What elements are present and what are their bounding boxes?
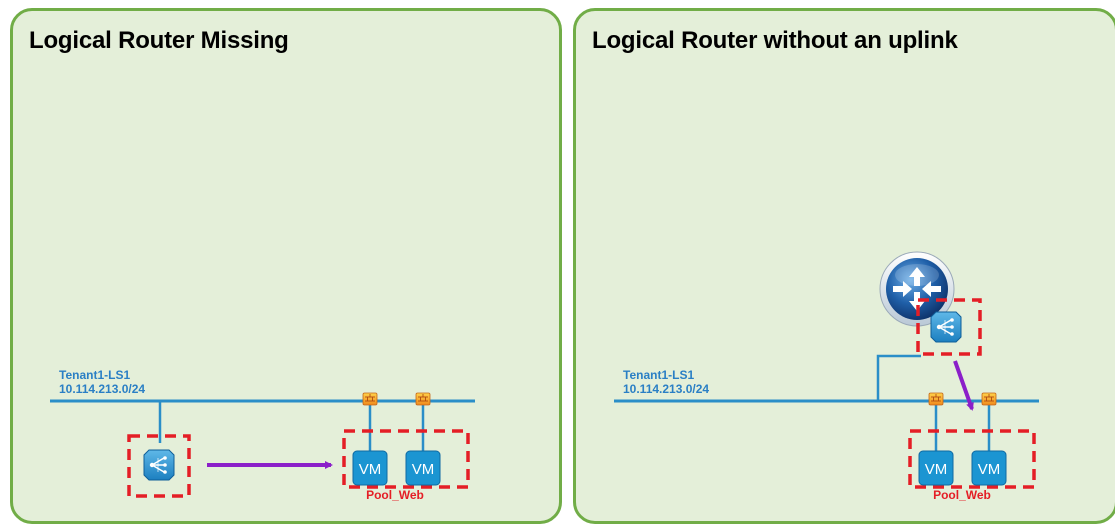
pool-label: Pool_Web: [933, 488, 991, 502]
firewall-icon: [928, 392, 944, 406]
vm-label: VM: [925, 461, 948, 478]
panel-logical-router-without-uplink: Logical Router without an uplink Tenant1…: [573, 8, 1115, 524]
selection-box-pool: [908, 429, 1036, 489]
selection-box-pool: [342, 429, 470, 489]
firewall-icon: [415, 392, 431, 406]
selection-box-lb: [916, 298, 982, 356]
selection-box-lb: [127, 434, 191, 498]
diagram-left: Tenant1-LS1 10.114.213.0/24: [50, 368, 475, 502]
logical-switch-name: Tenant1-LS1: [59, 368, 130, 382]
panel-title: Logical Router without an uplink: [592, 27, 958, 54]
subnet-label: 10.114.213.0/24: [59, 382, 145, 396]
router-icon: [879, 251, 955, 327]
vm-icon: VM: [352, 450, 388, 486]
vm-icon: VM: [918, 450, 954, 486]
vm-icon: VM: [971, 450, 1007, 486]
subnet-label: 10.114.213.0/24: [623, 382, 709, 396]
diagram-right: Tenant1-LS1 10.114.213.0/24: [614, 251, 1039, 502]
firewall-icon: [981, 392, 997, 406]
logical-switch-name: Tenant1-LS1: [623, 368, 694, 382]
pool-label: Pool_Web: [366, 488, 424, 502]
vm-label: VM: [412, 461, 435, 478]
vm-icon: VM: [405, 450, 441, 486]
load-balancer-icon: [930, 311, 962, 343]
vm-label: VM: [359, 461, 382, 478]
firewall-icon: [362, 392, 378, 406]
panel-title: Logical Router Missing: [29, 27, 289, 54]
traffic-arrow: [953, 360, 974, 411]
panel-logical-router-missing: Logical Router Missing Tenant1-LS1 10.11…: [10, 8, 562, 524]
router-connector: [876, 354, 921, 401]
load-balancer-icon: [143, 449, 175, 481]
vm-label: VM: [978, 461, 1001, 478]
